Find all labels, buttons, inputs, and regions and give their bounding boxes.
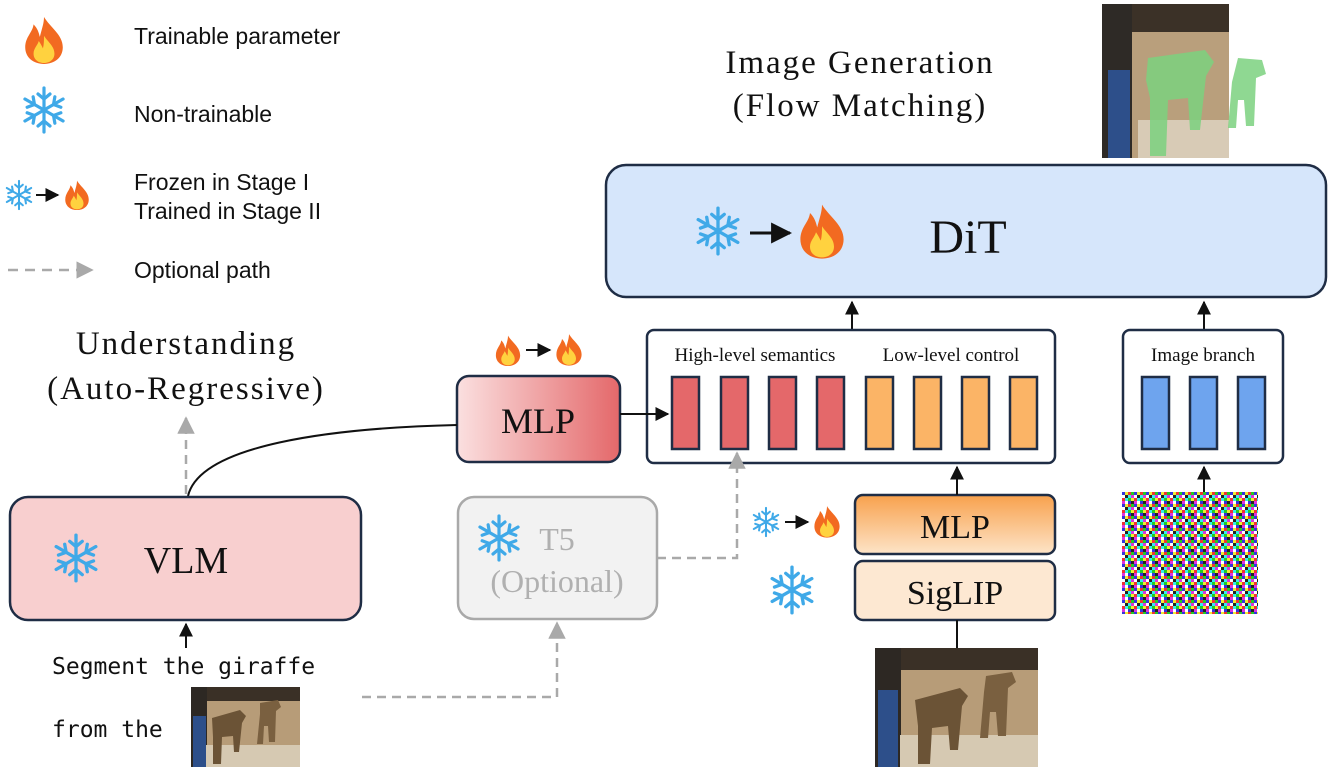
high-level-semantics-label: High-level semantics <box>675 345 836 366</box>
giraffe-photo <box>875 648 1038 767</box>
mlp-connector-block <box>455 374 622 464</box>
snowflake-icon <box>3 179 35 211</box>
low-level-control-label: Low-level control <box>883 345 1020 366</box>
image-branch-label: Image branch <box>1151 345 1255 366</box>
mlp-connector-label: MLP <box>501 401 575 441</box>
image-branch-token <box>1188 375 1219 451</box>
siglip-label: SigLIP <box>907 575 1003 612</box>
optional-prompt-to-t5-arrow <box>362 621 566 699</box>
flame-icon <box>556 334 582 366</box>
low-level-token <box>960 375 991 451</box>
image-branch-token <box>1140 375 1171 451</box>
segmented-photo <box>1102 4 1266 158</box>
dit-label: DiT <box>929 211 1006 264</box>
dit-block <box>604 163 1328 299</box>
flow-matching-subtitle: (Flow Matching) <box>733 88 988 124</box>
prompt-line-2: from the <box>52 717 163 743</box>
understanding-title: Understanding <box>76 326 296 362</box>
legend-frozen-label: Frozen in Stage I <box>134 169 309 195</box>
snowflake-icon <box>20 86 68 134</box>
legend-trained-label: Trained in Stage II <box>134 198 321 224</box>
vlm-to-mlp-line <box>187 424 458 497</box>
siglip-block <box>853 559 1057 622</box>
legend: Trainable parameter Non-trainable Frozen… <box>3 17 341 283</box>
t5-label: T5 <box>539 521 575 557</box>
flame-icon <box>814 506 840 538</box>
prompt-giraffe-photo <box>191 687 300 767</box>
optional-t5-to-features-arrow <box>657 451 746 560</box>
mlp-adapter-block <box>853 493 1057 556</box>
low-level-token <box>1008 375 1039 451</box>
low-level-token <box>864 375 895 451</box>
flame-icon <box>25 17 63 64</box>
high-level-token <box>815 375 846 451</box>
snowflake-icon <box>750 506 782 538</box>
high-level-token <box>670 375 701 451</box>
vlm-block <box>8 495 363 622</box>
legend-non-trainable-label: Non-trainable <box>134 101 272 127</box>
mlp-adapter-label: MLP <box>920 509 990 546</box>
image-generation-title: Image Generation <box>725 45 994 81</box>
flame-icon <box>495 335 521 366</box>
legend-trainable-label: Trainable parameter <box>134 23 341 49</box>
prompt-line-1: Segment the giraffe <box>52 654 315 680</box>
t5-block <box>456 495 659 621</box>
low-level-token <box>912 375 943 451</box>
legend-optional-label: Optional path <box>134 257 271 283</box>
high-level-token <box>767 375 798 451</box>
vlm-label: VLM <box>144 540 228 582</box>
flame-icon <box>65 180 89 210</box>
snowflake-icon <box>767 565 817 615</box>
image-branch-token <box>1236 375 1267 451</box>
high-level-token <box>719 375 750 451</box>
t5-optional-label: (Optional) <box>490 563 623 599</box>
noise-image <box>1122 492 1258 614</box>
auto-regressive-subtitle: (Auto-Regressive) <box>47 371 325 407</box>
